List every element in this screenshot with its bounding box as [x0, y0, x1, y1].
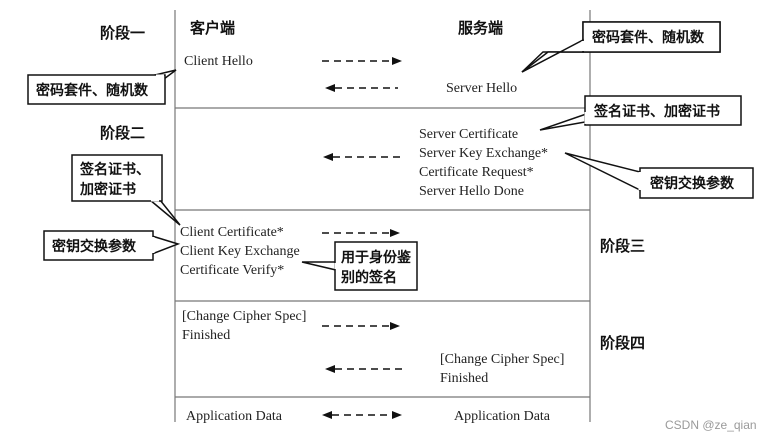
msg-client-application-data: Application Data	[186, 409, 283, 424]
callout-server-certificates: 签名证书、加密证书	[539, 95, 742, 131]
msg-client-finished: Finished	[182, 328, 230, 343]
phase-3-label: 阶段三	[600, 237, 645, 255]
callout-verify-signature: 用于身份鉴 别的签名	[301, 241, 418, 291]
msg-client-key-exchange: Client Key Exchange	[180, 244, 300, 259]
msg-server-change-cipher-spec: [Change Cipher Spec]	[440, 352, 564, 367]
server-header: 服务端	[458, 19, 503, 37]
client-header: 客户端	[189, 19, 235, 37]
callout-client-cipher-suite-text: 密码套件、随机数	[35, 82, 149, 99]
watermark: CSDN @ze_qian	[665, 418, 757, 432]
callout-client-certificates-line1: 签名证书、	[79, 161, 150, 178]
msg-client-hello: Client Hello	[184, 54, 253, 69]
msg-server-hello: Server Hello	[446, 81, 517, 96]
msg-client-change-cipher-spec: [Change Cipher Spec]	[182, 309, 306, 324]
msg-server-certificate: Server Certificate	[419, 127, 518, 142]
arrow-client-hello	[322, 57, 402, 65]
callout-verify-signature-line1: 用于身份鉴	[341, 249, 412, 266]
msg-server-key-exchange: Server Key Exchange*	[419, 146, 548, 161]
phase-1-label: 阶段一	[100, 24, 145, 42]
callout-server-key-params: 密钥交换参数	[564, 152, 754, 199]
callout-server-cipher-suite-text: 密码套件、随机数	[591, 29, 705, 46]
arrow-application-data	[322, 411, 402, 419]
callout-verify-signature-line2: 别的签名	[340, 269, 397, 286]
callout-client-cipher-suite: 密码套件、随机数	[27, 69, 177, 105]
msg-certificate-request: Certificate Request*	[419, 165, 534, 180]
callout-client-key-params-text: 密钥交换参数	[51, 238, 137, 255]
callout-server-key-params-text: 密钥交换参数	[649, 175, 735, 192]
arrow-client-finished	[322, 322, 400, 330]
msg-server-hello-done: Server Hello Done	[419, 184, 524, 199]
phase-4-label: 阶段四	[600, 334, 645, 352]
arrow-server-hello	[325, 84, 398, 92]
callout-server-cipher-suite: 密码套件、随机数	[521, 21, 721, 73]
arrow-server-phase2	[323, 153, 400, 161]
arrow-server-finished	[325, 365, 402, 373]
arrow-client-phase3	[322, 229, 400, 237]
callout-client-key-params: 密钥交换参数	[43, 230, 181, 261]
callout-client-certificates: 签名证书、 加密证书	[71, 154, 181, 226]
phase-2-label: 阶段二	[100, 124, 145, 142]
msg-server-application-data: Application Data	[454, 409, 551, 424]
callout-server-certificates-text: 签名证书、加密证书	[593, 103, 720, 120]
msg-server-finished: Finished	[440, 371, 488, 386]
msg-client-certificate: Client Certificate*	[180, 225, 284, 240]
msg-certificate-verify: Certificate Verify*	[180, 263, 284, 278]
callout-client-certificates-line2: 加密证书	[79, 181, 136, 198]
